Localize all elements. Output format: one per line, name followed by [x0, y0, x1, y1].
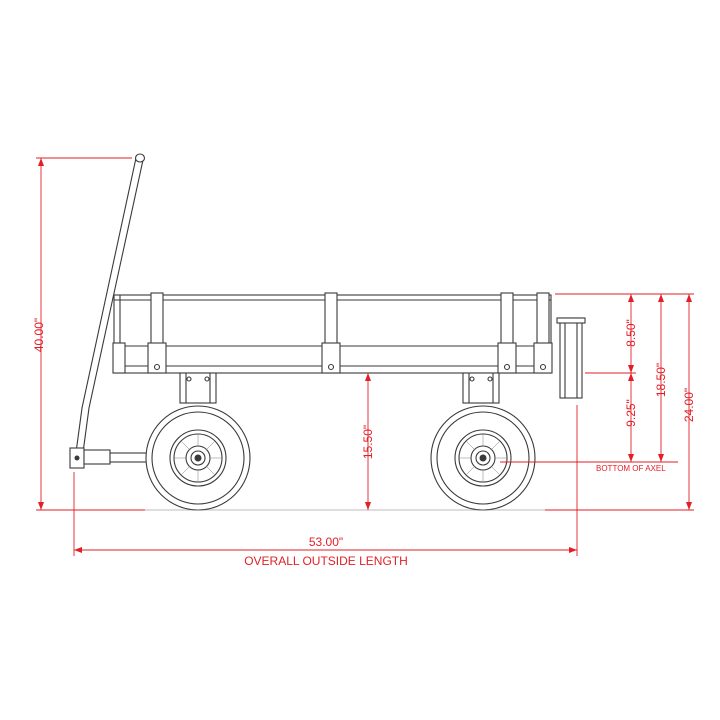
- stake-pocket: [112, 342, 126, 374]
- dimension-axle-to-bed: 9.25": [624, 373, 638, 462]
- stake-pocket: [497, 292, 517, 374]
- overall-length-label: 53.00": [309, 535, 343, 549]
- dimension-side-height: 8.50": [624, 294, 638, 373]
- stake-pocket: [321, 292, 341, 374]
- dimension-overall-length: 53.00" OVERALL OUTSIDE LENGTH: [73, 405, 578, 568]
- rear-axle-bracket: [462, 372, 500, 404]
- dimension-overall-height: 40.00": [32, 157, 145, 511]
- axle-to-top-label: 18.50": [654, 363, 668, 397]
- stake-pockets: [112, 292, 553, 374]
- overall-height-label: 40.00": [32, 318, 46, 352]
- stake-pocket: [147, 292, 167, 374]
- dimension-bed-height: 15.50": [361, 373, 375, 510]
- rear-wheel: [430, 405, 536, 511]
- rear-post: [556, 317, 586, 399]
- axle-to-bed-label: 9.25": [624, 399, 638, 427]
- stake-pocket: [533, 292, 553, 374]
- dimension-overall-top: 24.00": [682, 294, 696, 510]
- overall-length-caption: OVERALL OUTSIDE LENGTH: [244, 554, 408, 568]
- axle-note-label: BOTTOM OF AXEL: [596, 464, 666, 473]
- dimension-axle-to-top: 18.50": [654, 294, 668, 462]
- side-height-label: 8.50": [624, 319, 638, 347]
- bed-height-label: 15.50": [361, 425, 375, 459]
- wagon-drawing: [69, 153, 586, 511]
- dimensions: 40.00" 53.00" OVERALL OUTSIDE LENGTH 15.…: [32, 157, 696, 568]
- front-axle-bracket: [179, 372, 217, 404]
- overall-top-label: 24.00": [682, 388, 696, 422]
- front-wheel: [145, 405, 251, 511]
